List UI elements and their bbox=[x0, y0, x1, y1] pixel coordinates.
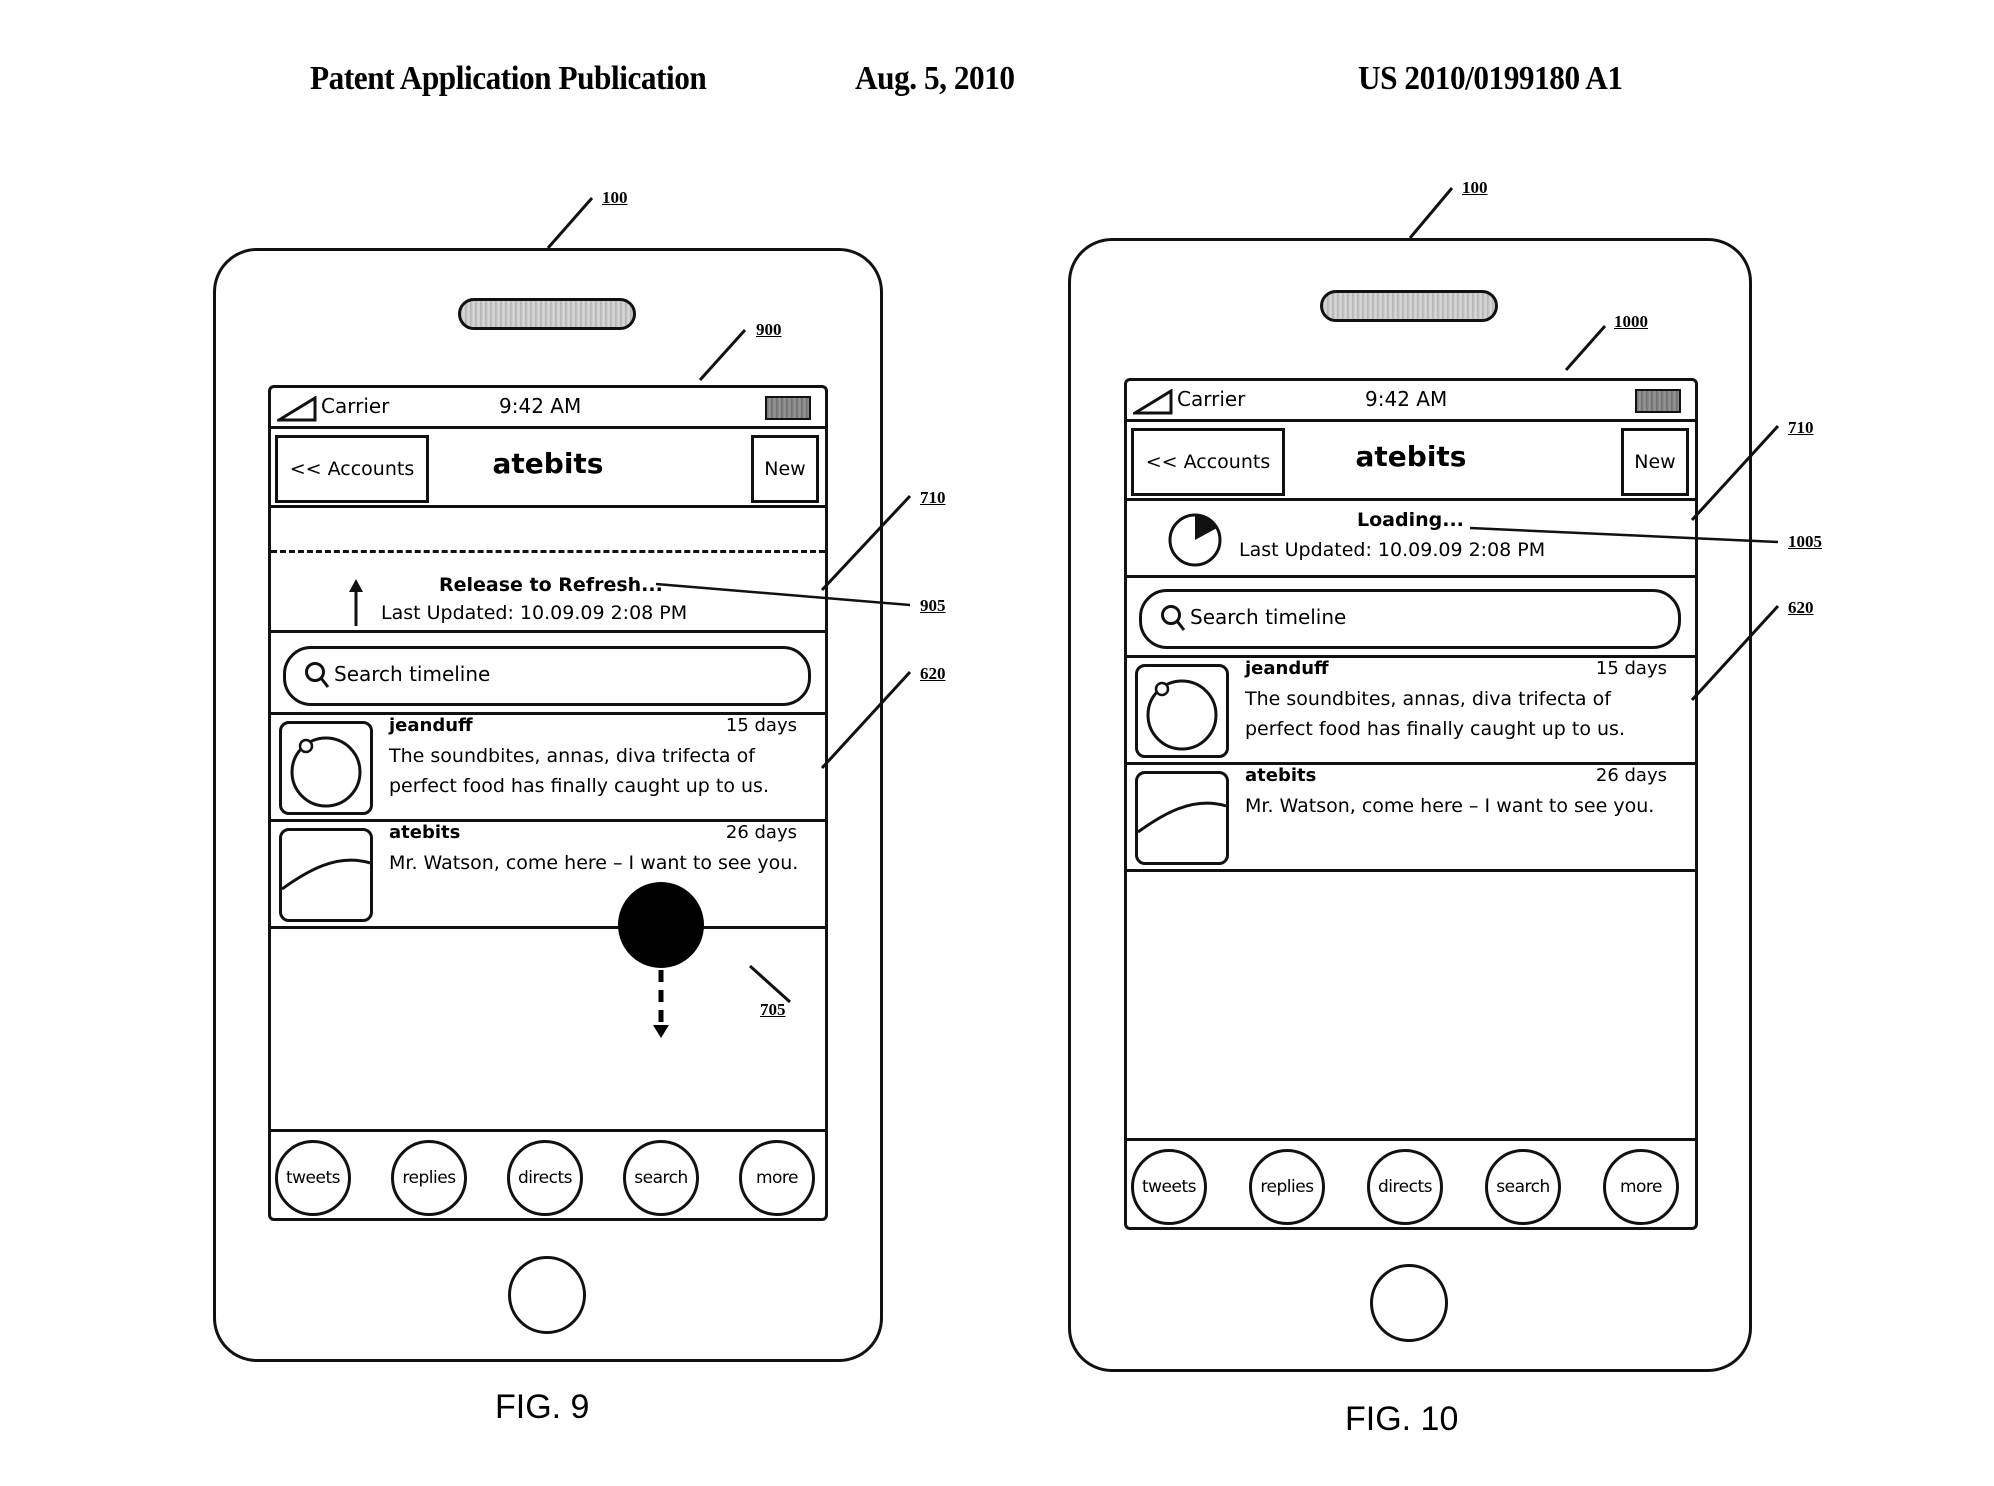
nav-title: atebits bbox=[1355, 440, 1467, 473]
pull-to-refresh-area[interactable]: Release to Refresh... Last Updated: 10.0… bbox=[271, 508, 825, 633]
avatar-circle-icon bbox=[290, 736, 362, 808]
tweet-age: 15 days bbox=[1595, 658, 1667, 679]
signal-icon bbox=[1133, 389, 1173, 415]
search-field[interactable]: Search timeline bbox=[283, 646, 811, 706]
new-tweet-button[interactable]: New bbox=[1621, 428, 1689, 496]
tweet-text: Mr. Watson, come here – I want to see yo… bbox=[389, 852, 799, 874]
status-bar: Carrier 9:42 AM bbox=[1127, 381, 1695, 422]
battery-icon bbox=[1635, 389, 1681, 413]
avatar bbox=[279, 828, 373, 922]
tweet-text: The soundbites, annas, diva trifecta of … bbox=[389, 745, 769, 797]
avatar-curve-icon bbox=[281, 858, 371, 891]
search-icon bbox=[1161, 605, 1186, 631]
publication-title: Patent Application Publication bbox=[310, 60, 707, 97]
loading-spinner-icon bbox=[1168, 513, 1222, 567]
tab-directs[interactable]: directs bbox=[507, 1140, 583, 1216]
tab-tweets[interactable]: tweets bbox=[1131, 1149, 1207, 1225]
signal-icon bbox=[277, 396, 317, 422]
ref-label-touch: 705 bbox=[760, 1000, 786, 1019]
list-top-divider bbox=[1127, 655, 1695, 658]
ref-label-device: 100 bbox=[602, 188, 628, 207]
tab-search[interactable]: search bbox=[1485, 1149, 1561, 1225]
battery-icon bbox=[765, 396, 811, 420]
dashed-divider bbox=[271, 550, 825, 553]
tweet-user: jeanduff bbox=[1245, 658, 1329, 679]
tab-replies[interactable]: replies bbox=[391, 1140, 467, 1216]
home-button[interactable] bbox=[1370, 1264, 1448, 1342]
accounts-back-button[interactable]: << Accounts bbox=[1131, 428, 1285, 496]
tweet-user: atebits bbox=[389, 822, 461, 843]
tab-more[interactable]: more bbox=[739, 1140, 815, 1216]
figure-label: FIG. 10 bbox=[1345, 1400, 1459, 1438]
carrier-label: Carrier bbox=[321, 394, 390, 418]
tweet-text: The soundbites, annas, diva trifecta of … bbox=[1245, 688, 1625, 740]
clock: 9:42 AM bbox=[499, 394, 582, 418]
new-tweet-button[interactable]: New bbox=[751, 435, 819, 503]
avatar bbox=[1135, 664, 1229, 758]
ref-label-tweet-list: 620 bbox=[1788, 598, 1814, 617]
search-placeholder: Search timeline bbox=[1190, 605, 1347, 629]
nav-bar: << Accounts atebits New bbox=[271, 429, 825, 508]
refresh-status: Loading... bbox=[1357, 509, 1464, 531]
phone-screen: Carrier 9:42 AM << Accounts atebits New … bbox=[1124, 378, 1698, 1230]
tweet-user: atebits bbox=[1245, 765, 1317, 786]
ref-label-status-text: 905 bbox=[920, 596, 946, 615]
publication-date: Aug. 5, 2010 bbox=[855, 60, 1015, 97]
ref-label-screen: 1000 bbox=[1614, 312, 1648, 331]
refresh-loading-area: Loading... Last Updated: 10.09.09 2:08 P… bbox=[1127, 501, 1695, 578]
home-button[interactable] bbox=[508, 1256, 586, 1334]
tab-tweets[interactable]: tweets bbox=[275, 1140, 351, 1216]
ref-label-refresh-area: 710 bbox=[920, 488, 946, 507]
ref-label-screen: 900 bbox=[756, 320, 782, 339]
tweet-row[interactable]: atebits 26 days Mr. Watson, come here – … bbox=[1127, 765, 1695, 872]
tweet-row[interactable]: jeanduff 15 days The soundbites, annas, … bbox=[1127, 658, 1695, 765]
nav-bar: << Accounts atebits New bbox=[1127, 422, 1695, 501]
tab-bar: tweets replies directs search more bbox=[1127, 1138, 1695, 1227]
tab-directs[interactable]: directs bbox=[1367, 1149, 1443, 1225]
tweet-age: 26 days bbox=[725, 822, 797, 843]
speaker-grille bbox=[1320, 290, 1498, 322]
avatar bbox=[279, 721, 373, 815]
status-bar: Carrier 9:42 AM bbox=[271, 388, 825, 429]
ref-label-device: 100 bbox=[1462, 178, 1488, 197]
tab-replies[interactable]: replies bbox=[1249, 1149, 1325, 1225]
ref-label-status-text: 1005 bbox=[1788, 532, 1822, 551]
avatar-curve-icon bbox=[1137, 801, 1227, 834]
tab-bar: tweets replies directs search more bbox=[271, 1129, 825, 1218]
list-top-divider bbox=[271, 712, 825, 715]
ref-label-refresh-area: 710 bbox=[1788, 418, 1814, 437]
tweet-user: jeanduff bbox=[389, 715, 473, 736]
search-field[interactable]: Search timeline bbox=[1139, 589, 1681, 649]
tweet-row[interactable]: atebits 26 days Mr. Watson, come here – … bbox=[271, 822, 825, 929]
search-placeholder: Search timeline bbox=[334, 662, 491, 686]
last-updated: Last Updated: 10.09.09 2:08 PM bbox=[1239, 539, 1546, 561]
avatar bbox=[1135, 771, 1229, 865]
clock: 9:42 AM bbox=[1365, 387, 1448, 411]
tweet-age: 15 days bbox=[725, 715, 797, 736]
speaker-grille bbox=[458, 298, 636, 330]
tweet-row[interactable]: jeanduff 15 days The soundbites, annas, … bbox=[271, 715, 825, 822]
last-updated: Last Updated: 10.09.09 2:08 PM bbox=[381, 602, 688, 624]
arrow-up-icon bbox=[349, 579, 363, 626]
nav-title: atebits bbox=[492, 447, 604, 480]
avatar-circle-icon bbox=[1146, 679, 1218, 751]
tweet-age: 26 days bbox=[1595, 765, 1667, 786]
figure-label: FIG. 9 bbox=[495, 1388, 590, 1426]
refresh-status: Release to Refresh... bbox=[439, 574, 663, 596]
carrier-label: Carrier bbox=[1177, 387, 1246, 411]
tab-search[interactable]: search bbox=[623, 1140, 699, 1216]
ref-label-tweet-list: 620 bbox=[920, 664, 946, 683]
tab-more[interactable]: more bbox=[1603, 1149, 1679, 1225]
phone-screen: Carrier 9:42 AM << Accounts atebits New … bbox=[268, 385, 828, 1221]
publication-number: US 2010/0199180 A1 bbox=[1358, 60, 1623, 97]
touch-point-icon bbox=[618, 882, 704, 1038]
tweet-text: Mr. Watson, come here – I want to see yo… bbox=[1245, 795, 1655, 817]
search-icon bbox=[305, 662, 330, 688]
accounts-back-button[interactable]: << Accounts bbox=[275, 435, 429, 503]
